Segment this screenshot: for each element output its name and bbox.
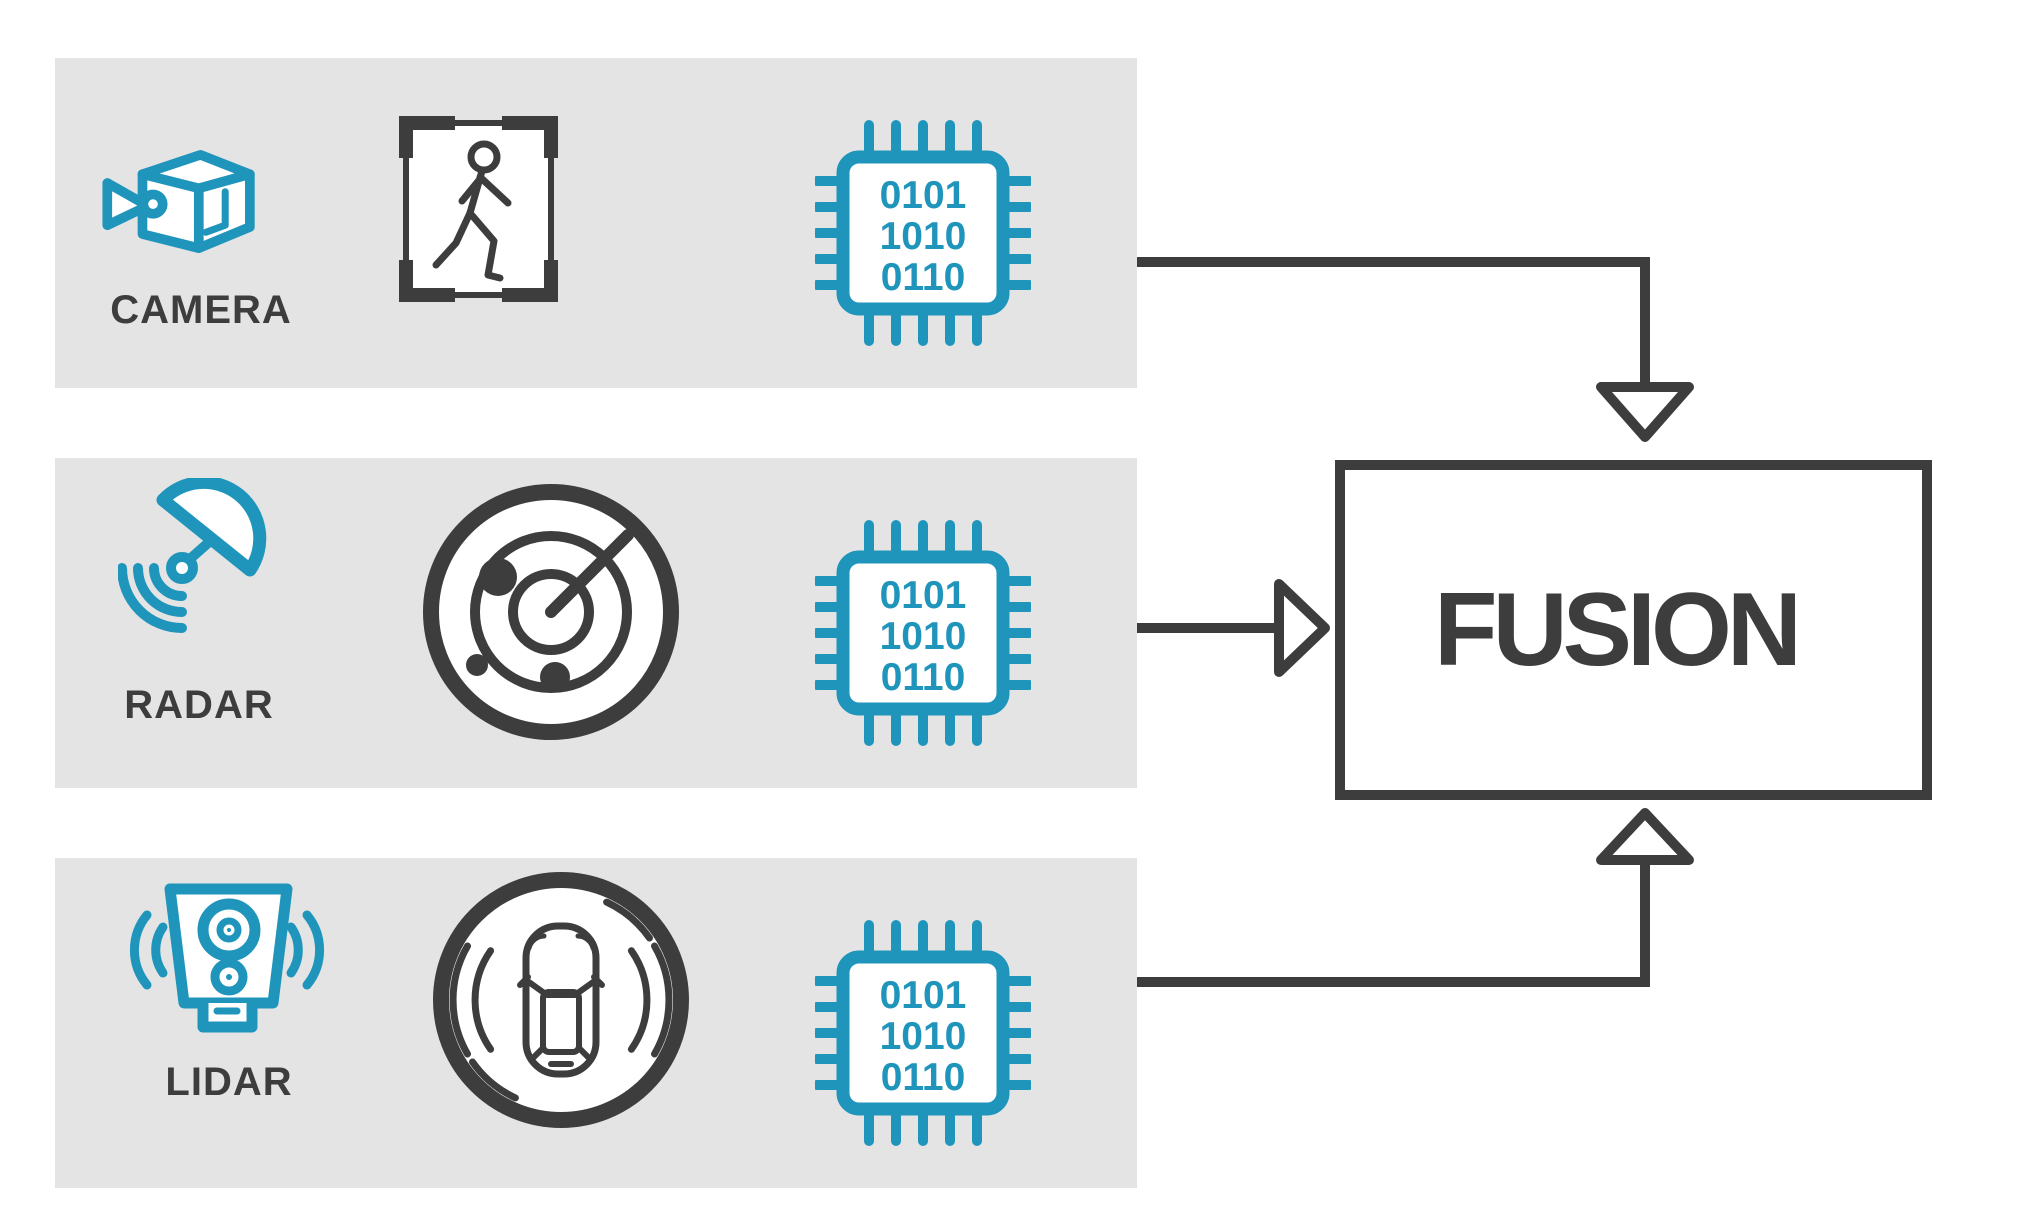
radar-dish-icon	[118, 478, 267, 633]
processor-chip-icon: 0101 1010 0110	[815, 120, 1031, 346]
processor-chip-icon: 0101 1010 0110	[815, 920, 1031, 1146]
binary-line: 1010	[880, 615, 967, 658]
video-camera-icon	[102, 150, 255, 253]
pedestrian-detection-frame-icon	[399, 116, 558, 302]
binary-line: 0101	[880, 574, 967, 617]
lidar-to-fusion-arrow-line	[1137, 864, 1650, 987]
lidar-sensor-icon	[130, 883, 324, 1033]
car-surround-view-icon	[433, 872, 689, 1128]
fusion-box: FUSION	[1335, 460, 1932, 800]
binary-line: 0101	[880, 974, 967, 1017]
fusion-label: FUSION	[1434, 571, 1802, 688]
binary-line: 1010	[880, 1015, 967, 1058]
car-top-view-glyph	[517, 922, 605, 1078]
binary-line: 0110	[881, 1056, 966, 1099]
binary-line: 1010	[880, 215, 967, 258]
processor-chip-icon: 0101 1010 0110	[815, 520, 1031, 746]
arrowhead-up-icon	[1596, 808, 1694, 865]
radar-screen-icon	[423, 484, 679, 740]
camera-label: CAMERA	[110, 288, 292, 332]
binary-line: 0101	[880, 174, 967, 217]
arrowhead-down-icon	[1596, 382, 1694, 442]
arrowhead-right-icon	[1274, 579, 1330, 677]
walking-person-glyph	[432, 140, 512, 282]
binary-line: 0110	[881, 656, 966, 699]
binary-line: 0110	[881, 256, 966, 299]
lidar-label: LIDAR	[165, 1060, 293, 1104]
camera-to-fusion-arrow-line	[1137, 257, 1650, 385]
radar-label: RADAR	[124, 683, 274, 727]
